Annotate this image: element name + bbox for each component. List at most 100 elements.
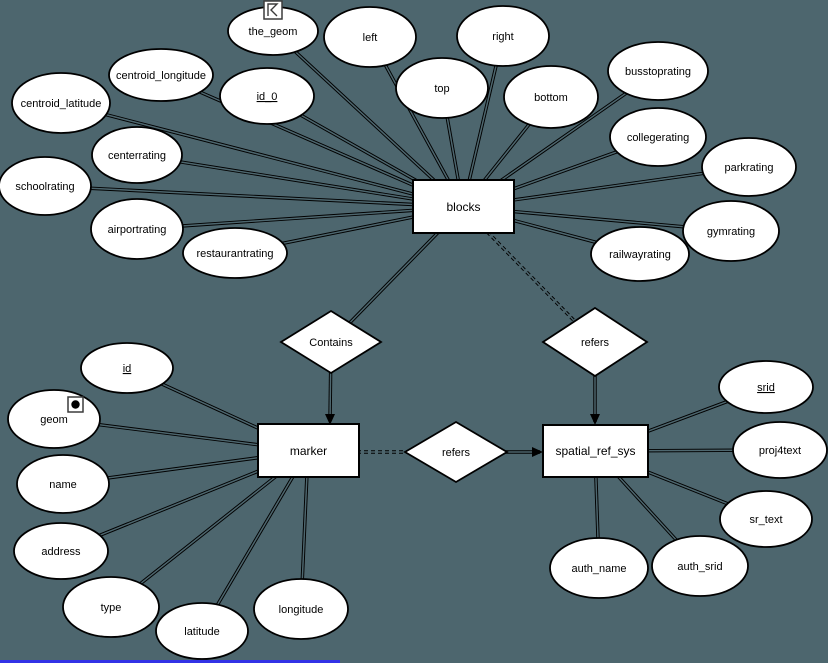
bottom-blue-strip	[0, 660, 340, 663]
attribute-ellipse	[549, 537, 649, 599]
attribute-busstoprating: busstoprating	[607, 41, 709, 101]
attribute-ellipse	[651, 535, 749, 597]
attribute-proj4text: proj4text	[732, 421, 828, 479]
attribute-label: restaurantrating	[196, 248, 273, 260]
entity-rect	[542, 424, 649, 478]
attribute-ellipse	[732, 421, 828, 479]
attribute-ellipse	[590, 226, 690, 282]
attribute-ellipse	[91, 126, 183, 184]
attribute-label: gymrating	[707, 226, 755, 238]
attribute-label: address	[41, 546, 81, 558]
attribute-label: parkrating	[725, 162, 774, 174]
relationship-refers-mid: refers	[403, 420, 509, 484]
entity-rect	[412, 179, 515, 234]
attribute-label: bottom	[534, 92, 568, 104]
attribute-label: top	[434, 83, 449, 95]
attribute-airportrating: airportrating	[90, 198, 184, 260]
attribute-type: type	[62, 576, 160, 638]
attribute-label: schoolrating	[15, 181, 74, 193]
attribute-ellipse	[609, 107, 707, 167]
entity-label: marker	[290, 444, 327, 458]
attribute-ellipse	[13, 522, 109, 580]
attribute-label: left	[363, 32, 378, 44]
attribute-srid: srid	[718, 360, 814, 414]
attribute-label: latitude	[184, 626, 219, 638]
relationship-label: Contains	[309, 337, 353, 349]
attribute-ellipse	[253, 578, 349, 640]
relationship-label: refers	[442, 447, 471, 459]
attribute-left: left	[323, 6, 417, 68]
arrowhead-into-marker	[325, 414, 335, 425]
attribute-ellipse	[182, 227, 288, 279]
polygon-glyph	[267, 3, 279, 17]
attribute-label: airportrating	[108, 224, 167, 236]
relationship-nodes: Contains refers refers	[279, 306, 649, 484]
attribute-ellipse	[16, 454, 110, 514]
attribute-longitude: longitude	[253, 578, 349, 640]
attribute-restaurantrating: restaurantrating	[182, 227, 288, 279]
attribute-ellipse	[62, 576, 160, 638]
attribute-top: top	[395, 57, 489, 119]
arrowhead-into-spatial-top	[590, 414, 600, 425]
attribute-label: name	[49, 479, 77, 491]
attribute-label: auth_srid	[677, 561, 722, 573]
attribute-ellipse	[108, 48, 214, 102]
attribute-label: the_geom	[249, 26, 298, 38]
entity-rect	[257, 423, 360, 478]
attribute-ellipse	[607, 41, 709, 101]
attribute-ellipse	[718, 360, 814, 414]
relationship-contains: Contains	[279, 309, 383, 375]
point-geometry-icon	[67, 396, 84, 413]
attribute-label: srid	[757, 382, 775, 394]
attribute-label: id	[123, 363, 132, 375]
entity-marker: marker	[257, 423, 360, 478]
attribute-id-0: id_0	[219, 67, 315, 125]
attribute-label: centerrating	[108, 150, 166, 162]
attribute-ellipse	[701, 137, 797, 197]
attribute-label: auth_name	[571, 563, 626, 575]
entity-nodes: blocks marker spatial_ref_sys	[257, 179, 649, 478]
attribute-parkrating: parkrating	[701, 137, 797, 197]
attribute-label: right	[492, 31, 513, 43]
attribute-schoolrating: schoolrating	[0, 156, 92, 216]
attribute-ellipse	[503, 65, 599, 129]
attribute-label: id_0	[257, 91, 278, 103]
attribute-ellipse	[219, 67, 315, 125]
attribute-gymrating: gymrating	[682, 200, 780, 262]
attribute-id: id	[80, 342, 174, 394]
attribute-label: railwayrating	[609, 249, 671, 261]
geometry-type-icons	[67, 0, 283, 413]
attribute-collegerating: collegerating	[609, 107, 707, 167]
point-glyph	[71, 400, 80, 409]
entity-label: blocks	[446, 200, 480, 214]
attribute-ellipse	[395, 57, 489, 119]
attribute-label: type	[101, 602, 122, 614]
attribute-ellipse	[155, 602, 249, 660]
attribute-ellipse	[90, 198, 184, 260]
relationship-refers-top: refers	[541, 306, 649, 378]
attribute-auth-name: auth_name	[549, 537, 649, 599]
polygon-geometry-icon	[263, 0, 283, 20]
attribute-label: sr_text	[749, 514, 782, 526]
attribute-auth-srid: auth_srid	[651, 535, 749, 597]
relationship-label: refers	[581, 337, 610, 349]
attribute-centroid-longitude: centroid_longitude	[108, 48, 214, 102]
attribute-right: right	[456, 5, 550, 67]
relationship-diamond	[279, 309, 383, 375]
attribute-ellipse	[323, 6, 417, 68]
arrowheads	[325, 414, 600, 457]
attribute-nodes: the_geom id_0 left top right bottom buss…	[0, 5, 828, 660]
attribute-label: longitude	[279, 604, 324, 616]
attribute-centroid-latitude: centroid_latitude	[11, 72, 111, 134]
relationship-diamond	[403, 420, 509, 484]
attribute-name: name	[16, 454, 110, 514]
attribute-ellipse	[719, 490, 813, 548]
attribute-ellipse	[80, 342, 174, 394]
attribute-ellipse	[456, 5, 550, 67]
attribute-label: centroid_latitude	[21, 98, 102, 110]
attribute-bottom: bottom	[503, 65, 599, 129]
entity-label: spatial_ref_sys	[555, 444, 635, 458]
attribute-ellipse	[0, 156, 92, 216]
attribute-ellipse	[682, 200, 780, 262]
